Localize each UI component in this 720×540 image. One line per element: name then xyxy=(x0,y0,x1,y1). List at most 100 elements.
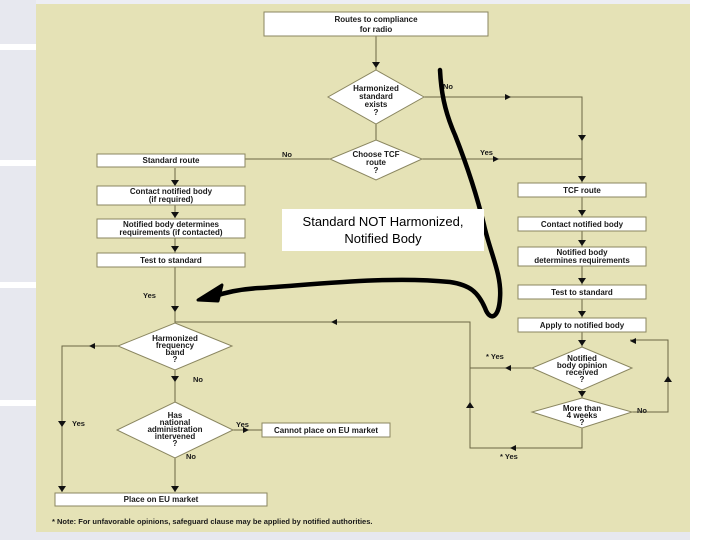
decision-text: body opinion xyxy=(557,361,607,370)
box-text: Test to standard xyxy=(140,256,202,265)
place-on-market-box xyxy=(54,492,268,507)
edge-label-yes: Yes xyxy=(236,420,249,429)
box-text: Standard route xyxy=(143,156,200,165)
box-text: requirements (if contacted) xyxy=(119,228,222,237)
decision-more-than-4-weeks xyxy=(530,397,634,429)
arrow-right-icon xyxy=(493,156,499,162)
box-text: Place on EU market xyxy=(124,495,199,504)
arrow-down-icon xyxy=(372,62,380,68)
decision-text: Harmonized xyxy=(353,84,399,93)
edge-label-no: No xyxy=(637,406,647,415)
notified-body-determines-box xyxy=(96,218,246,239)
arrow-down-icon xyxy=(578,311,586,317)
decision-text: ? xyxy=(173,355,178,364)
start-node xyxy=(263,11,489,37)
edge-label-yes: Yes xyxy=(72,419,85,428)
apply-to-notified-body-box xyxy=(517,317,647,333)
tcf-notified-body-determines-box xyxy=(517,246,647,267)
connector xyxy=(175,321,583,449)
background-stripe xyxy=(0,400,36,406)
annotation-arrowhead-icon xyxy=(196,283,224,303)
box-text: (if required) xyxy=(149,195,194,204)
box-text: determines requirements xyxy=(534,256,630,265)
arrow-down-icon xyxy=(171,212,179,218)
tcf-test-to-standard-box xyxy=(517,284,647,300)
tcf-contact-notified-body-box xyxy=(517,216,647,232)
edge-label-star-yes: * Yes xyxy=(486,352,504,361)
start-node-line1: Routes to compliance xyxy=(334,15,418,24)
decision-text: ? xyxy=(580,375,585,384)
arrow-down-icon xyxy=(578,135,586,141)
box-text: Apply to notified body xyxy=(540,321,625,330)
tcf-route-box xyxy=(517,182,647,198)
box-text: Cannot place on EU market xyxy=(274,426,378,435)
decision-text: band xyxy=(165,348,184,357)
decision-text: exists xyxy=(365,100,388,109)
arrow-down-icon xyxy=(578,210,586,216)
arrow-left-icon xyxy=(505,365,511,371)
decision-choose-tcf xyxy=(328,139,424,181)
box-text: TCF route xyxy=(563,186,601,195)
background-right-margin xyxy=(690,0,720,540)
connector xyxy=(630,339,669,413)
arrow-down-icon xyxy=(171,180,179,186)
arrow-left-icon xyxy=(89,343,95,349)
arrow-down-icon xyxy=(578,340,586,346)
decision-text: received xyxy=(566,368,599,377)
test-to-standard-box xyxy=(96,252,246,268)
start-node-line2: for radio xyxy=(360,25,393,34)
box-text: Contact notified body xyxy=(541,220,624,229)
decision-text: ? xyxy=(374,108,379,117)
decision-text: Harmonized xyxy=(152,334,198,343)
arrow-down-icon xyxy=(578,240,586,246)
decision-text: route xyxy=(366,158,387,167)
edge-label-no: No xyxy=(282,150,292,159)
arrow-left-icon xyxy=(630,338,636,344)
arrowheads xyxy=(58,62,672,492)
arrow-down-icon xyxy=(58,486,66,492)
decision-text: intervened xyxy=(155,432,196,441)
decision-text: ? xyxy=(580,418,585,427)
decision-text: Notified xyxy=(567,354,597,363)
decision-text: standard xyxy=(359,92,393,101)
edge-label-star-yes: * Yes xyxy=(500,452,518,461)
box-text: Notified body xyxy=(556,248,608,257)
background-stripe xyxy=(0,282,36,288)
decision-text: More than xyxy=(563,404,601,413)
arrow-right-icon xyxy=(505,94,511,100)
decision-text: Has xyxy=(168,411,183,420)
standard-route-box xyxy=(96,153,246,168)
cannot-place-box xyxy=(261,422,391,438)
decision-text: ? xyxy=(173,439,178,448)
decision-national-administration xyxy=(115,401,235,459)
annotation-arrow xyxy=(209,67,503,319)
arrow-down-icon xyxy=(171,306,179,312)
edge-label-yes: Yes xyxy=(480,148,493,157)
decision-text: administration xyxy=(147,425,202,434)
box-text: Test to standard xyxy=(551,288,613,297)
box-text: Notified body determines xyxy=(123,220,220,229)
arrow-up-icon xyxy=(466,402,474,408)
box-text: Contact notified body xyxy=(130,187,213,196)
connector xyxy=(424,96,583,140)
decision-text: 4 weeks xyxy=(567,411,598,420)
background-stripe xyxy=(0,44,36,50)
edge-label-no: No xyxy=(443,82,453,91)
decision-frequency-band xyxy=(116,322,234,371)
decision-harmonized-standard xyxy=(326,69,426,125)
callout-line2: Notified Body xyxy=(344,231,422,246)
arrow-right-icon xyxy=(243,427,249,433)
decision-opinion-received xyxy=(530,346,634,391)
annotation-callout: Standard NOT Harmonized, Notified Body xyxy=(282,209,484,251)
arrow-down-icon xyxy=(171,486,179,492)
arrow-down-icon xyxy=(578,278,586,284)
arrow-down-icon xyxy=(58,421,66,427)
callout-line1: Standard NOT Harmonized, xyxy=(302,214,464,229)
decision-text: national xyxy=(160,418,191,427)
arrow-left-icon xyxy=(331,319,337,325)
arrow-down-icon xyxy=(578,391,586,397)
footnote: * Note: For unfavorable opinions, safegu… xyxy=(52,517,372,526)
background-top-band xyxy=(36,0,720,5)
decision-text: ? xyxy=(374,166,379,175)
